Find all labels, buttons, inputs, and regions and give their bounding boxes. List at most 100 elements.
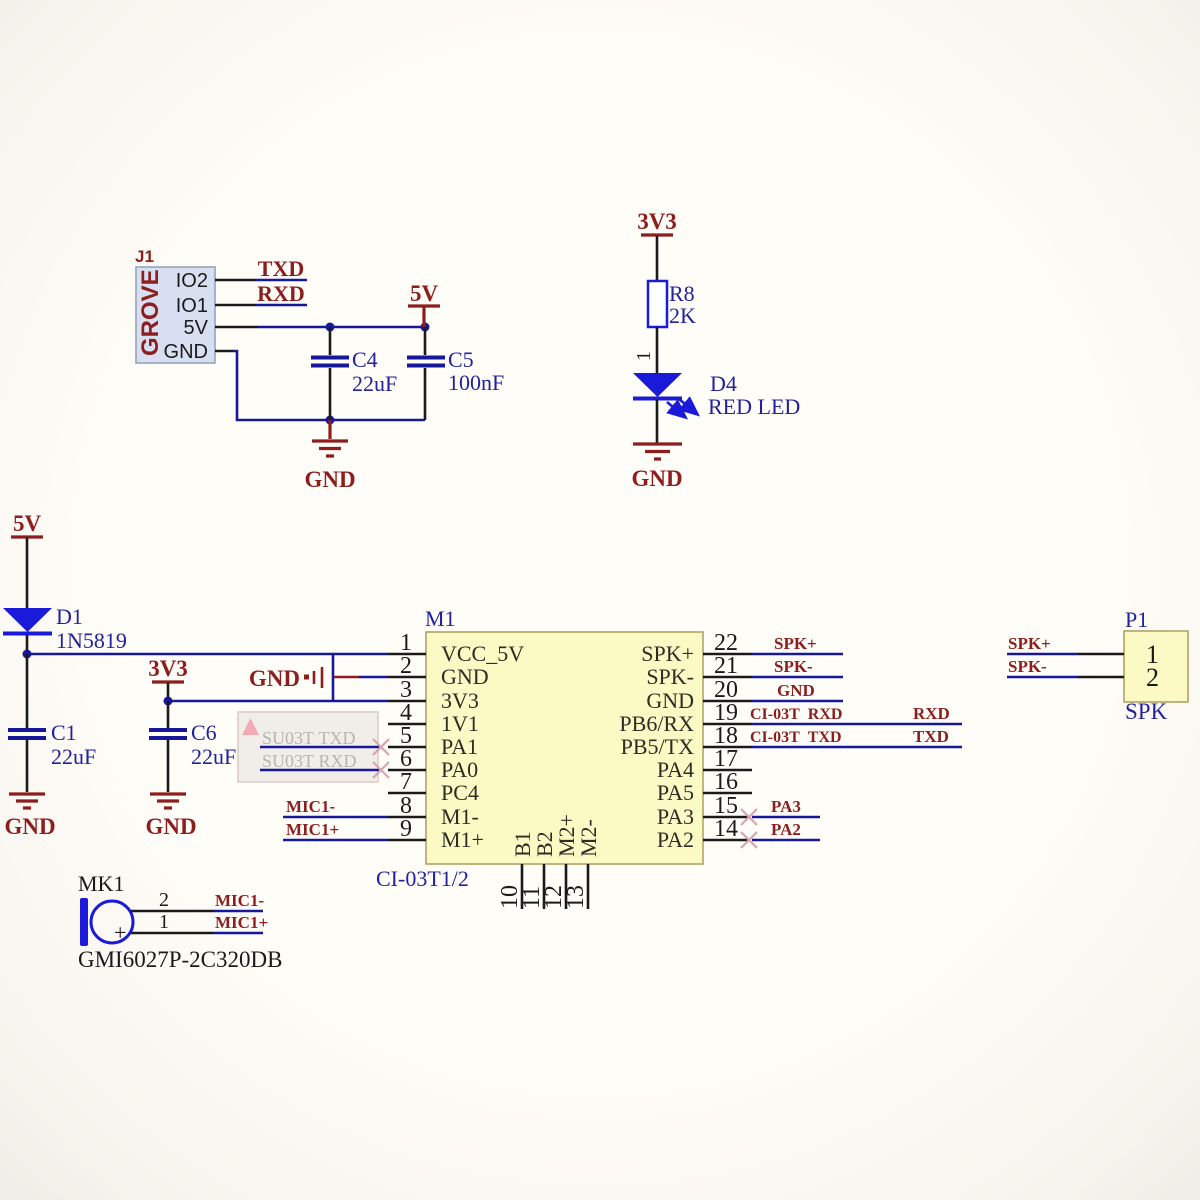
net-txd-label: TXD [913,727,949,746]
j1-ref: J1 [135,247,154,266]
c6-plates [149,728,187,740]
m1-pin-number: 1 [400,630,412,656]
m1-pin-name: PB5/TX [621,734,694,759]
m1-pin-name: GND [441,664,489,689]
p1-body [1123,630,1189,703]
m1-pin-name: 3V3 [441,688,479,713]
m1-pin-number: 6 [400,746,412,772]
capacitor-c1: C1 22uF GND [4,654,96,839]
net-spkp-m1: SPK+ [752,634,843,656]
m1-pin-name: PA5 [657,780,694,805]
j1-pin-stubs [215,278,258,353]
p1-pin1-number: 1 [1146,640,1159,669]
net-pa3-m1: PA3 [740,797,820,826]
net-ci03t-rxd-label: CI-03T RXD [750,706,842,723]
m1-pin-number: 16 [714,769,738,795]
net-rxd-label: RXD [913,704,950,723]
j1-pin-gnd-label: GND [164,341,208,363]
m1-pin-number: 9 [400,816,412,842]
m1-pin-number: 4 [400,700,412,726]
m1-pin-number: 13 [563,885,589,909]
m1-pin-number: 7 [400,769,412,795]
m1-pin-number: 18 [714,723,738,749]
c4-ref: C4 [352,347,378,372]
net-spkp-label: SPK+ [774,634,817,653]
net-mic1p-label: MIC1+ [286,820,339,839]
c6-value: 22uF [191,744,236,769]
d4-light-arrow [666,399,688,420]
m1-pin-name: M2- [576,819,601,857]
m1-part: CI-03T1/2 [376,866,469,891]
rail-5v-j1: 5V C4 22uF C5 100nF GND [233,281,504,492]
m1-pin-name: SPK- [646,664,694,689]
p1-name: SPK [1125,699,1168,724]
net-spkn-label: SPK- [774,657,813,676]
mk1-pin1-number: 1 [159,911,169,933]
c5-value: 100nF [448,370,504,395]
j1-title: GROVE [137,269,164,356]
m1-pin-number: 11 [519,886,545,909]
d4-pin-number: 1 [633,351,655,361]
m1-pin-name: PA2 [657,827,694,852]
m1-bottom-pin-stubs [520,864,590,909]
gnd-label: GND [4,814,55,839]
flag-3v3-label: 3V3 [148,656,188,681]
power-flag-3v3-r8: 3V3 [637,209,677,237]
c5-plates [407,355,445,368]
diode-d1: D1 1N5819 [3,604,127,653]
m1-pin-number: 17 [714,746,738,772]
net-txd-j1: TXD [256,256,307,282]
r8-body [646,279,669,329]
flag-3v3-label: 3V3 [637,209,677,234]
net-mic1n-label: MIC1- [286,797,335,816]
p1-pin-stubs [1078,652,1124,679]
gnd-label: GND [145,814,196,839]
r8-value: 2K [669,303,696,328]
gnd-symbol-d4: GND [631,442,683,491]
gnd-symbol-bars [312,420,348,458]
m1-pin-name: PC4 [441,780,479,805]
c1-plates [8,728,46,740]
m1-pin-name: PA3 [657,804,694,829]
m1-pin-number: 8 [400,793,412,819]
gnd-label: GND [249,666,300,691]
net-txd-label: TXD [258,256,304,281]
j1-pin-5v-label: 5V [184,317,209,339]
ghost-net-su03t-rxd: SU03T RXD [262,751,357,771]
m1-pin-name: B2 [532,831,557,857]
p1-ref: P1 [1125,607,1148,632]
net-spkn-m1: SPK- [752,657,843,679]
net-gnd-m1-pin20: GND [752,681,843,703]
gnd-symbol-bars [150,792,186,810]
capacitor-c5: C5 100nF [407,327,504,420]
m1-pin-number: 2 [400,653,412,679]
m1-ref: M1 [425,606,456,631]
c1-value: 22uF [51,744,96,769]
d1-triangle [3,608,52,632]
flag-5v-symbol [408,304,440,327]
j1-pin-io2-label: IO2 [176,270,208,292]
m1-pin-number: 22 [714,630,738,656]
m1-pin-name: M2+ [554,814,579,857]
m1-pin-number: 15 [714,793,738,819]
m1-pin-name: GND [646,688,694,713]
gnd-symbol-dot [304,674,309,680]
m1-pin-name: M1- [441,804,479,829]
led-branch: 3V3 R8 2K 1 D4 RED LED GND [631,209,800,491]
mk1-capsule-circle [89,899,135,945]
net-mic1p-label: MIC1+ [215,913,268,932]
flag-5v-label: 5V [410,281,439,306]
net-mic1n-m1: MIC1- [283,797,388,819]
m1-pin-name: VCC_5V [441,641,524,666]
gnd-symbol-bars [9,792,45,810]
m1-pin-name: PA4 [657,757,694,782]
m1-pin-number: 20 [714,677,738,703]
power-flag-3v3-c6: 3V3 [148,656,188,684]
resistor-r8: R8 2K [646,279,696,329]
gnd-symbol-j1: GND [304,420,356,492]
no-connect-cross [372,761,390,779]
m1-pin-number: 14 [714,816,738,842]
m1-pin-number: 19 [714,700,738,726]
c5-ref: C5 [448,347,474,372]
m1-body [425,631,704,865]
